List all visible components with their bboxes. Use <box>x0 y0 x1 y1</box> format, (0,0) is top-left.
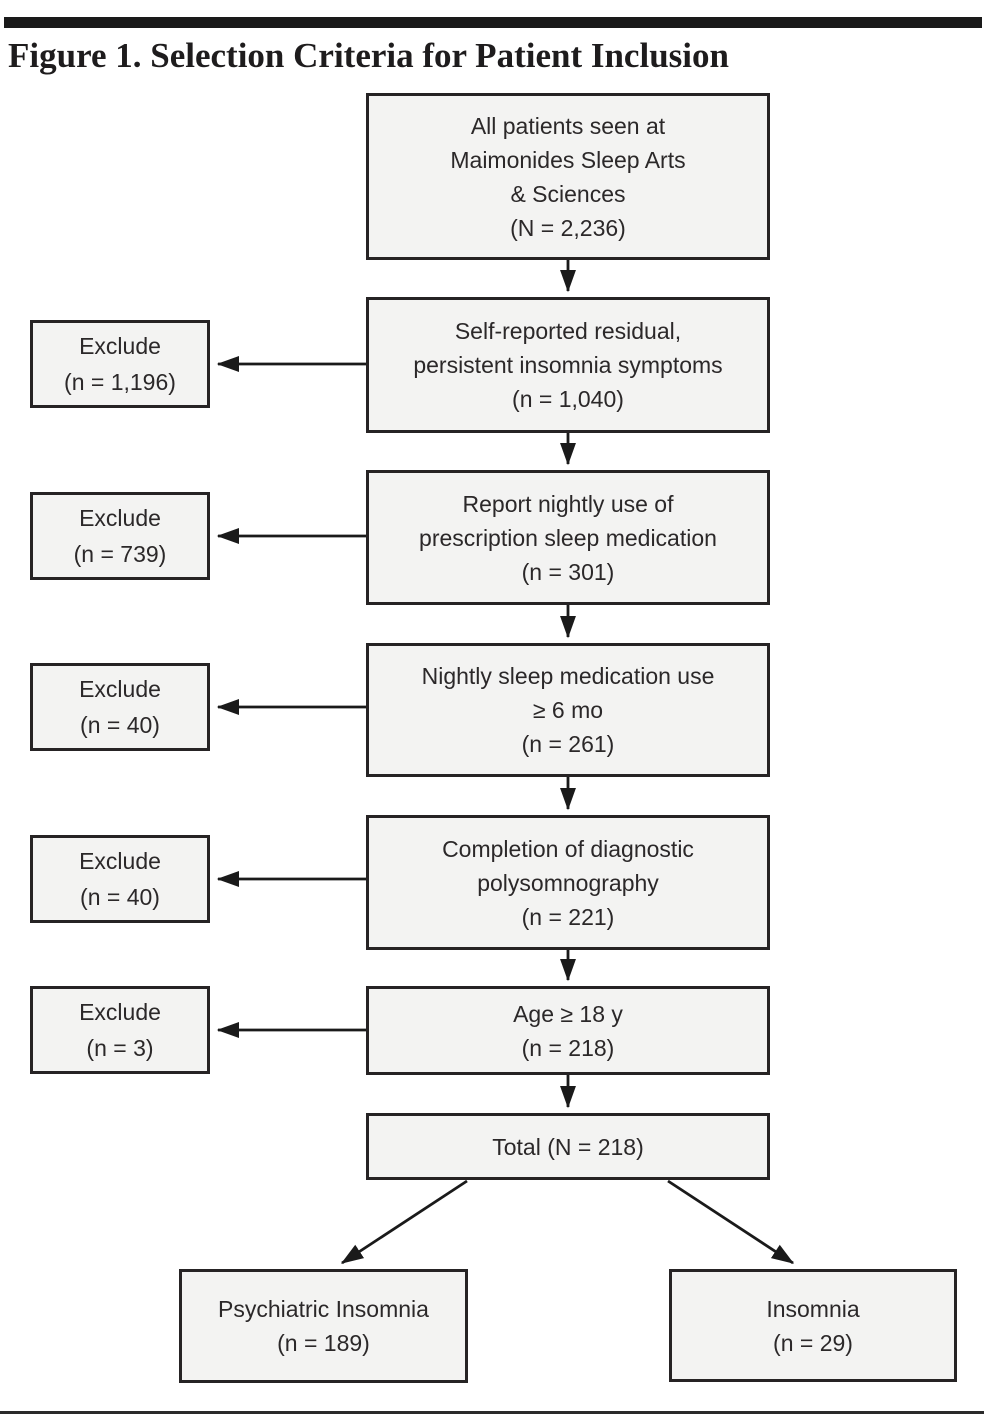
flow-box-nightly-prescription-use: Report nightly use of prescription sleep… <box>366 470 770 605</box>
figure-title: Figure 1. Selection Criteria for Patient… <box>8 36 729 75</box>
flow-box-self-reported-insomnia: Self-reported residual, persistent insom… <box>366 297 770 433</box>
flow-box-medication-use-6mo: Nightly sleep medication use ≥ 6 mo (n =… <box>366 643 770 777</box>
exclude-box-1-text: Exclude (n = 1,196) <box>64 333 176 395</box>
arrow-total-psychiatric-insomnia <box>340 1179 468 1265</box>
exclude-box-2: Exclude (n = 739) <box>30 492 210 580</box>
top-rule <box>4 17 982 28</box>
flow-box-total: Total (N = 218) <box>366 1113 770 1180</box>
flow-box-polysomnography-text: Completion of diagnostic polysomnography… <box>442 835 694 930</box>
flow-box-nightly-prescription-use-text: Report nightly use of prescription sleep… <box>419 490 717 585</box>
exclude-box-5-text: Exclude (n = 3) <box>79 999 161 1061</box>
flow-box-age-18-text: Age ≥ 18 y (n = 218) <box>513 1000 623 1061</box>
outcome-box-psychiatric-insomnia-text: Psychiatric Insomnia (n = 189) <box>218 1296 429 1356</box>
flow-box-self-reported-insomnia-text: Self-reported residual, persistent insom… <box>413 318 723 412</box>
exclude-box-4-text: Exclude (n = 40) <box>79 848 161 910</box>
bottom-rule <box>0 1411 984 1414</box>
flow-box-polysomnography: Completion of diagnostic polysomnography… <box>366 815 770 950</box>
flow-box-all-patients-text: All patients seen at Maimonides Sleep Ar… <box>450 112 686 241</box>
flow-box-all-patients: All patients seen at Maimonides Sleep Ar… <box>366 93 770 260</box>
flow-box-total-text: Total (N = 218) <box>492 1133 644 1160</box>
outcome-box-psychiatric-insomnia: Psychiatric Insomnia (n = 189) <box>179 1269 468 1383</box>
outcome-box-insomnia: Insomnia (n = 29) <box>669 1269 957 1382</box>
exclude-box-3-text: Exclude (n = 40) <box>79 676 161 738</box>
exclude-box-4: Exclude (n = 40) <box>30 835 210 923</box>
flow-box-medication-use-6mo-text: Nightly sleep medication use ≥ 6 mo (n =… <box>421 663 715 757</box>
flow-box-age-18: Age ≥ 18 y (n = 218) <box>366 986 770 1075</box>
exclude-box-5: Exclude (n = 3) <box>30 986 210 1074</box>
exclude-box-3: Exclude (n = 40) <box>30 663 210 751</box>
arrow-total-insomnia <box>667 1179 795 1265</box>
exclude-box-2-text: Exclude (n = 739) <box>73 505 167 567</box>
outcome-box-insomnia-text: Insomnia (n = 29) <box>766 1295 860 1356</box>
exclude-box-1: Exclude (n = 1,196) <box>30 320 210 408</box>
